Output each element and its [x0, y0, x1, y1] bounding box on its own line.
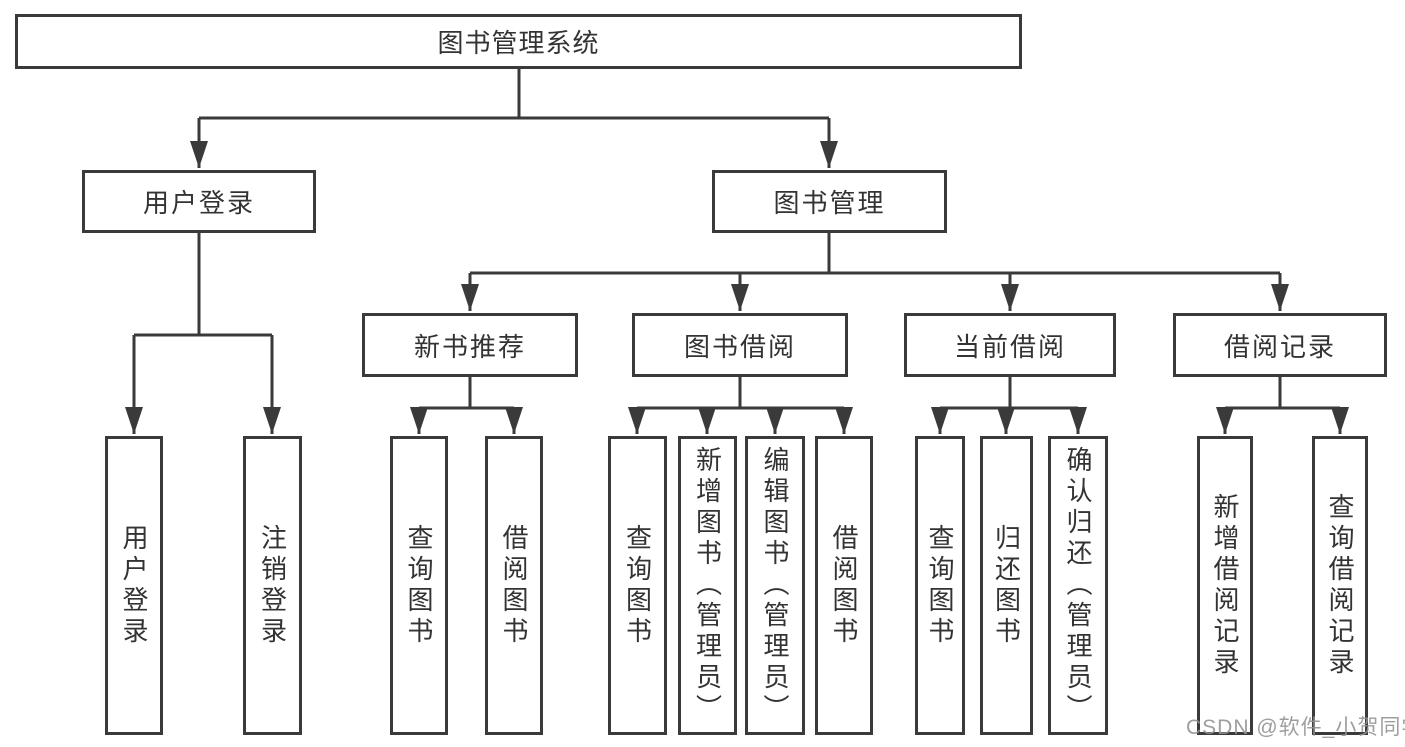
leaf-user-login: 用户登录 [105, 436, 163, 735]
node-user-login-label: 用户登录 [142, 188, 255, 218]
node-borrowing-records: 借阅记录 [1173, 313, 1387, 377]
leaf-edit-books-admin: 编辑图书（管理员） [745, 436, 805, 735]
node-library-system: 图书管理系统 [15, 14, 1022, 69]
leaf-query-books-1-label: 查询图书 [404, 523, 434, 648]
node-borrowing-records-label: 借阅记录 [1223, 331, 1336, 362]
node-book-management: 图书管理 [712, 170, 947, 233]
leaf-add-borrow-record-label: 新增借阅记录 [1210, 492, 1240, 679]
leaf-confirm-return-admin-label: 确认归还（管理员） [1063, 446, 1093, 725]
leaf-return-books-label: 归还图书 [991, 523, 1022, 648]
leaf-query-books-1: 查询图书 [390, 436, 448, 735]
csdn-watermark: CSDN @软件_小贺同学 [1186, 716, 1405, 739]
leaf-borrow-books-1: 借阅图书 [485, 436, 543, 735]
leaf-query-books-2-label: 查询图书 [622, 523, 653, 648]
leaf-query-books-2: 查询图书 [608, 436, 667, 735]
node-new-book-recommend-label: 新书推荐 [413, 331, 526, 362]
node-current-borrowing-label: 当前借阅 [953, 331, 1066, 362]
leaf-borrow-books-2-label: 借阅图书 [829, 523, 859, 648]
node-book-management-label: 图书管理 [773, 188, 886, 218]
node-current-borrowing: 当前借阅 [904, 313, 1116, 377]
node-user-login: 用户登录 [82, 170, 316, 233]
leaf-confirm-return-admin: 确认归还（管理员） [1048, 436, 1108, 735]
leaf-query-borrow-record: 查询借阅记录 [1312, 436, 1368, 735]
node-library-system-label: 图书管理系统 [437, 28, 600, 58]
leaf-query-books-3: 查询图书 [915, 436, 965, 735]
leaf-borrow-books-2: 借阅图书 [815, 436, 873, 735]
leaf-return-books: 归还图书 [980, 436, 1033, 735]
leaf-add-books-admin: 新增图书（管理员） [678, 436, 737, 735]
leaf-edit-books-admin-label: 编辑图书（管理员） [760, 446, 790, 725]
leaf-query-borrow-record-label: 查询借阅记录 [1325, 492, 1355, 679]
leaf-user-login-label: 用户登录 [119, 523, 149, 648]
node-new-book-recommend: 新书推荐 [362, 313, 578, 377]
leaf-logout: 注销登录 [243, 436, 302, 735]
leaf-query-books-3-label: 查询图书 [925, 523, 955, 648]
leaf-add-borrow-record: 新增借阅记录 [1197, 436, 1253, 735]
leaf-add-books-admin-label: 新增图书（管理员） [692, 446, 723, 725]
leaf-logout-label: 注销登录 [257, 523, 288, 648]
node-book-borrowing: 图书借阅 [632, 313, 848, 377]
node-book-borrowing-label: 图书借阅 [683, 331, 796, 362]
leaf-borrow-books-1-label: 借阅图书 [499, 523, 529, 648]
